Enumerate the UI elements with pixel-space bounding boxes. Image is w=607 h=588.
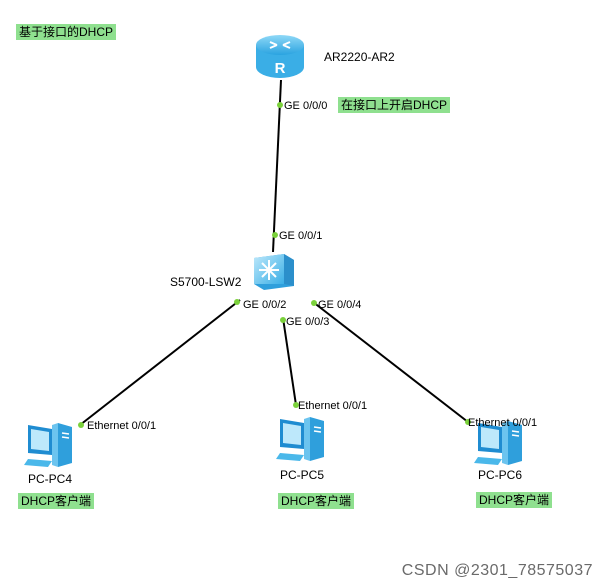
note-topology-title: 基于接口的DHCP	[16, 24, 117, 40]
router-icon[interactable]: R	[253, 33, 307, 81]
note-pc6-client: DHCP客户端	[476, 492, 553, 508]
port-dot-switch-ge001	[272, 232, 278, 238]
pc5-computer-icon[interactable]	[274, 413, 330, 463]
port-dot-pc6-eth	[465, 419, 471, 425]
port-pc6-eth: Ethernet 0/0/1	[468, 417, 538, 429]
pc4-computer-icon[interactable]	[22, 419, 78, 469]
port-switch-ge001: GE 0/0/1	[279, 230, 323, 242]
link-switch-pc4[interactable]	[79, 299, 241, 426]
pc6-computer-icon[interactable]	[472, 417, 528, 467]
port-switch-ge004: GE 0/0/4	[318, 299, 362, 311]
port-pc4-eth: Ethernet 0/0/1	[87, 420, 157, 432]
link-router-switch[interactable]	[272, 79, 282, 253]
watermark: CSDN @2301_78575037	[401, 562, 593, 579]
port-switch-ge002: GE 0/0/2	[243, 299, 287, 311]
port-dot-switch-ge002	[234, 299, 240, 305]
link-switch-pc6[interactable]	[312, 301, 469, 423]
port-dot-pc5-eth	[293, 402, 299, 408]
switch-icon[interactable]	[250, 250, 296, 292]
router-name: AR2220-AR2	[324, 50, 395, 64]
port-dot-switch-ge004	[311, 300, 317, 306]
port-router-ge000: GE 0/0/0	[284, 100, 328, 112]
port-switch-ge003: GE 0/0/3	[286, 316, 330, 328]
port-pc5-eth: Ethernet 0/0/1	[298, 400, 368, 412]
link-switch-pc5[interactable]	[282, 317, 297, 406]
note-pc5-client: DHCP客户端	[278, 493, 355, 509]
pc4-name: PC-PC4	[28, 472, 73, 486]
svg-text:R: R	[275, 60, 286, 77]
port-dot-switch-ge003	[280, 317, 286, 323]
port-dot-pc4-eth	[78, 422, 84, 428]
note-router-dhcp: 在接口上开启DHCP	[338, 97, 451, 113]
port-dot-router-ge000	[277, 102, 283, 108]
pc5-name: PC-PC5	[280, 468, 325, 482]
switch-name: S5700-LSW2	[170, 275, 242, 289]
note-pc4-client: DHCP客户端	[18, 493, 95, 509]
pc6-name: PC-PC6	[478, 468, 523, 482]
